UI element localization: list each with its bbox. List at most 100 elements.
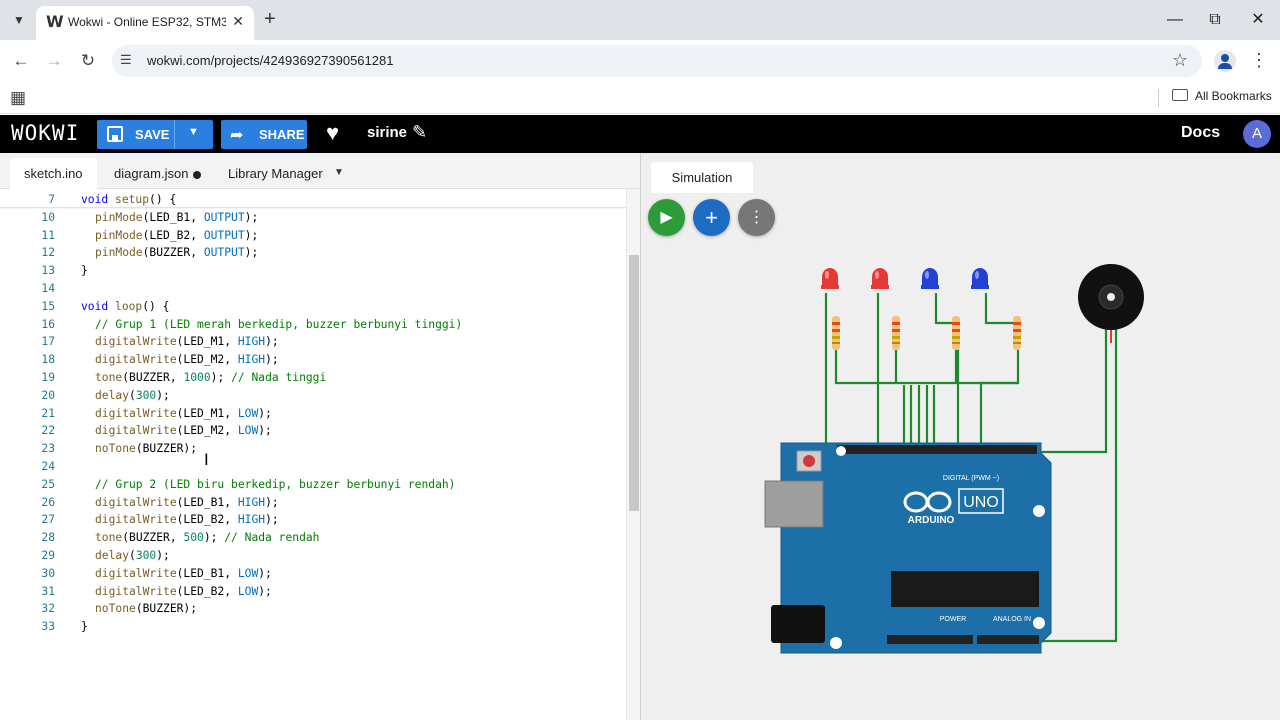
resistor bbox=[832, 316, 840, 350]
play-button[interactable]: ▶ bbox=[648, 199, 685, 236]
line-code: digitalWrite(LED_B2, LOW); bbox=[95, 584, 272, 598]
tab-library-manager[interactable]: Library Manager bbox=[214, 158, 337, 189]
led-blue[interactable] bbox=[921, 268, 939, 289]
save-dropdown-caret-icon[interactable]: ▼ bbox=[188, 126, 199, 138]
line-code: digitalWrite(LED_M2, HIGH); bbox=[95, 353, 279, 367]
code-line[interactable]: 14 bbox=[0, 280, 626, 298]
back-arrow-icon[interactable]: ← bbox=[12, 51, 30, 70]
tab-diagram-json[interactable]: diagram.json bbox=[100, 158, 215, 189]
circuit-canvas[interactable]: UNO ARDUINO DIGITAL (PWM ~) ANALOG IN PO… bbox=[641, 153, 1280, 720]
browser-tab-strip: ▼ W Wokwi - Online ESP32, STM32, Arduino… bbox=[0, 0, 1280, 40]
power-header-label: POWER bbox=[940, 616, 966, 623]
share-button[interactable]: ➦ SHARE bbox=[221, 120, 307, 149]
editor-tabs: sketch.ino diagram.json Library Manager … bbox=[0, 153, 640, 189]
browser-menu-icon[interactable]: ⋮ bbox=[1250, 50, 1268, 70]
board-brand-label: ARDUINO bbox=[908, 515, 955, 526]
profile-icon[interactable] bbox=[1214, 50, 1236, 72]
url-text[interactable]: wokwi.com/projects/424936927390561281 bbox=[147, 53, 394, 68]
code-line[interactable]: 13} bbox=[0, 262, 626, 280]
folder-icon[interactable] bbox=[1172, 89, 1188, 101]
buzzer[interactable] bbox=[1078, 264, 1144, 343]
share-label: SHARE bbox=[259, 127, 305, 142]
led-blue[interactable] bbox=[971, 268, 989, 289]
new-tab-plus-icon[interactable]: + bbox=[264, 8, 276, 30]
wokwi-header: WOKWI SAVE ▼ ➦ SHARE ♥ sirine ✎ Docs A bbox=[0, 115, 1280, 153]
apps-grid-icon[interactable]: ▦ bbox=[10, 88, 27, 107]
more-options-button[interactable]: ⋮ bbox=[738, 199, 775, 236]
tab-label: diagram.json bbox=[114, 166, 189, 181]
led-red[interactable] bbox=[871, 268, 889, 289]
forward-arrow-icon[interactable]: → bbox=[45, 51, 63, 70]
reload-icon[interactable]: ↻ bbox=[80, 51, 96, 70]
tab-menu-caret-icon[interactable]: ▼ bbox=[334, 167, 344, 178]
window-close-icon[interactable]: ✕ bbox=[1251, 11, 1265, 28]
minimize-icon[interactable]: — bbox=[1167, 11, 1183, 28]
avatar[interactable]: A bbox=[1243, 120, 1271, 148]
code-line[interactable]: 16// Grup 1 (LED merah berkedip, buzzer … bbox=[0, 316, 626, 334]
save-button[interactable]: SAVE ▼ bbox=[97, 120, 213, 149]
project-name[interactable]: sirine bbox=[367, 124, 408, 141]
text-cursor-icon: I bbox=[204, 450, 209, 469]
wire bbox=[1033, 328, 1108, 454]
save-label: SAVE bbox=[135, 127, 170, 142]
line-number: 23 bbox=[41, 442, 55, 456]
close-tab-icon[interactable]: ✕ bbox=[232, 13, 244, 29]
site-info-icon[interactable]: ☰ bbox=[120, 52, 132, 67]
line-number: 16 bbox=[41, 317, 55, 331]
add-part-button[interactable]: + bbox=[693, 199, 730, 236]
arduino-uno-board[interactable]: UNO ARDUINO DIGITAL (PWM ~) ANALOG IN PO… bbox=[764, 442, 1052, 654]
line-number: 22 bbox=[41, 424, 55, 438]
unsaved-dot-icon bbox=[193, 170, 202, 179]
line-code: tone(BUZZER, 1000); // Nada tinggi bbox=[95, 371, 327, 384]
pencil-icon[interactable]: ✎ bbox=[412, 122, 428, 142]
line-code: digitalWrite(LED_M1, LOW); bbox=[95, 406, 272, 420]
line-code: void loop() { bbox=[81, 299, 170, 313]
line-code: delay(300); bbox=[95, 549, 170, 562]
docs-link[interactable]: Docs bbox=[1181, 124, 1221, 141]
save-divider bbox=[174, 120, 175, 149]
wokwi-logo[interactable]: WOKWI bbox=[11, 121, 80, 145]
restore-icon[interactable]: ⧉ bbox=[1209, 11, 1221, 28]
line-code: } bbox=[81, 620, 88, 634]
code-line[interactable]: 25// Grup 2 (LED biru berkedip, buzzer b… bbox=[0, 476, 626, 494]
tab-sketch-ino[interactable]: sketch.ino bbox=[10, 158, 97, 189]
bookmarks-bar: ▦ All Bookmarks bbox=[0, 82, 1280, 114]
line-number: 32 bbox=[41, 602, 55, 616]
digital-header bbox=[837, 445, 1037, 454]
code-line[interactable]: 24 bbox=[0, 458, 626, 476]
wire bbox=[979, 293, 1020, 448]
all-bookmarks-link[interactable]: All Bookmarks bbox=[1195, 89, 1272, 103]
simulation-tab[interactable]: Simulation bbox=[651, 162, 753, 193]
code-line[interactable]: 29 delay(300); bbox=[0, 547, 626, 565]
editor-scrollbar[interactable] bbox=[626, 189, 640, 720]
bookmarks-divider bbox=[1158, 89, 1159, 107]
tab-search-chevron-icon[interactable]: ▼ bbox=[13, 13, 25, 27]
led-red[interactable] bbox=[821, 268, 839, 289]
line-number: 29 bbox=[41, 549, 55, 562]
heart-icon[interactable]: ♥ bbox=[326, 120, 340, 145]
code-line[interactable]: 33} bbox=[0, 618, 626, 636]
address-bar[interactable]: ☰ wokwi.com/projects/424936927390561281 … bbox=[112, 45, 1202, 77]
bookmark-star-icon[interactable]: ☆ bbox=[1171, 50, 1188, 70]
browser-tab[interactable]: W Wokwi - Online ESP32, STM32, Arduino S… bbox=[36, 6, 254, 40]
editor-scroll-thumb[interactable] bbox=[629, 255, 639, 511]
